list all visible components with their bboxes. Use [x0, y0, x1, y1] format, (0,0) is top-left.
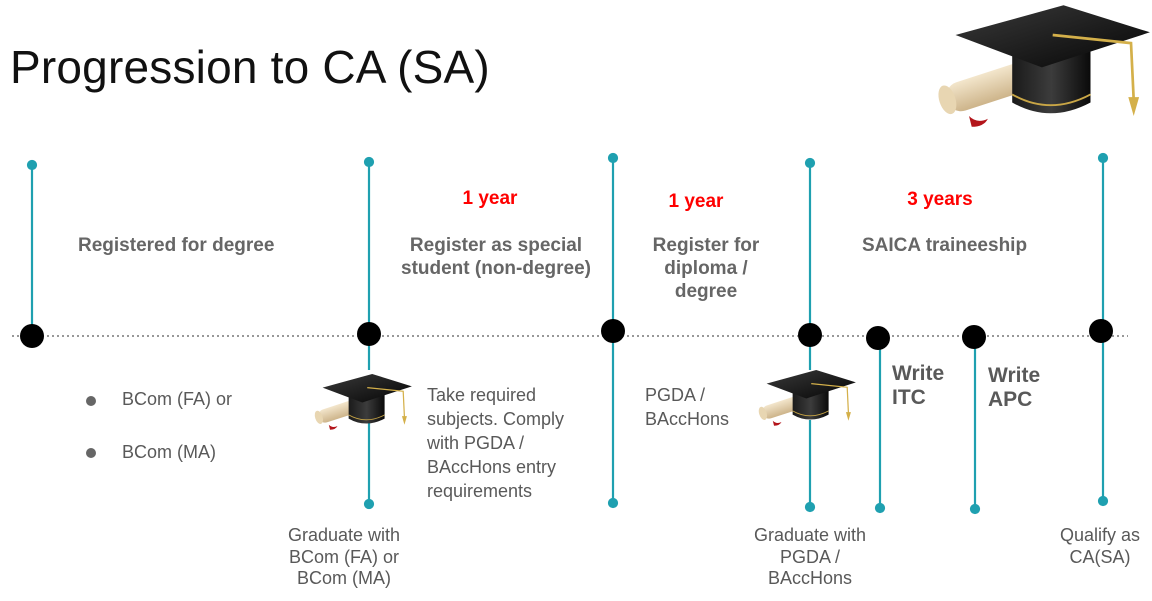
phase-diploma: Register for diploma / degree	[636, 235, 776, 303]
milestone-write-itc: Write ITC	[892, 362, 944, 410]
milestone-line: BAccHons	[767, 568, 853, 589]
detail-line: requirements	[427, 480, 533, 501]
detail-line: Take required	[427, 385, 537, 405]
degree-option: BCom (FA) or	[122, 389, 233, 409]
marker-dot	[1097, 495, 1109, 507]
duration-diploma: 1 year	[668, 191, 724, 212]
graduation-cap-icon	[312, 373, 413, 431]
marker-dot	[607, 497, 619, 509]
bullet-dot	[86, 396, 96, 406]
bullet-dot	[86, 448, 96, 458]
detail-line: subjects. Comply	[427, 408, 565, 429]
milestone-line: CA(SA)	[1069, 546, 1131, 567]
degree-option: BCom (MA)	[122, 442, 216, 462]
detail-line: BAccHons	[645, 408, 730, 429]
detail-line: with PGDA /	[427, 432, 525, 453]
timeline-node-bcom	[357, 322, 381, 346]
graduation-cap-icon	[756, 369, 857, 427]
milestone-line: Write	[892, 362, 945, 385]
marker-dot	[874, 502, 886, 514]
timeline-node-pgda	[798, 323, 822, 347]
marker-dot	[1097, 152, 1109, 164]
milestone-line: BCom (MA)	[297, 568, 391, 589]
milestone-line: PGDA /	[779, 546, 841, 567]
timeline-node-itc	[866, 326, 890, 350]
timeline-node-qualify	[1089, 319, 1113, 343]
phase-degree: Registered for degree	[78, 235, 275, 256]
phase-diploma-line: degree	[674, 280, 738, 302]
duration-special-student: 1 year	[462, 188, 518, 209]
marker-dot	[607, 152, 619, 164]
special-student-details: Take required subjects. Comply with PGDA…	[427, 384, 564, 504]
milestone-graduate-pgda: Graduate with PGDA / BAccHons	[735, 525, 885, 590]
duration-traineeship: 3 years	[907, 189, 973, 210]
milestone-line: Write	[988, 364, 1041, 387]
milestone-qualify: Qualify as CA(SA)	[1045, 525, 1152, 568]
detail-line: PGDA /	[645, 385, 706, 405]
phase-special-student-line: student (non-degree)	[401, 257, 591, 279]
marker-dot	[804, 157, 816, 169]
marker-dot	[969, 503, 981, 515]
milestone-line: Graduate with	[753, 525, 867, 545]
detail-line: BAccHons entry	[427, 456, 557, 477]
diploma-details: PGDA / BAccHons	[645, 384, 729, 432]
marker-dot	[363, 156, 375, 168]
milestone-line: BCom (FA) or	[288, 546, 399, 567]
phase-diploma-line: Register for	[652, 235, 760, 256]
graduation-cap-icon	[933, 3, 1152, 129]
milestone-line: ITC	[892, 386, 926, 410]
milestone-graduate-bcom: Graduate with BCom (FA) or BCom (MA)	[274, 525, 414, 590]
phase-special-student: Register as special student (non-degree)	[382, 235, 610, 281]
marker-dot	[804, 501, 816, 513]
marker-dot	[363, 498, 375, 510]
phase-special-student-line: Register as special	[409, 235, 583, 256]
milestone-line: APC	[988, 388, 1033, 412]
timeline-node-start	[20, 324, 44, 348]
timeline-node-special	[601, 319, 625, 343]
phase-traineeship: SAICA traineeship	[862, 235, 1028, 256]
phase-diploma-line: diploma /	[664, 257, 748, 279]
milestone-line: Qualify as	[1059, 525, 1141, 545]
marker-dot	[26, 159, 38, 171]
timeline-node-apc	[962, 325, 986, 349]
page-title: Progression to CA (SA)	[10, 41, 490, 93]
milestone-line: Graduate with	[287, 525, 401, 545]
milestone-write-apc: Write APC	[988, 364, 1040, 412]
